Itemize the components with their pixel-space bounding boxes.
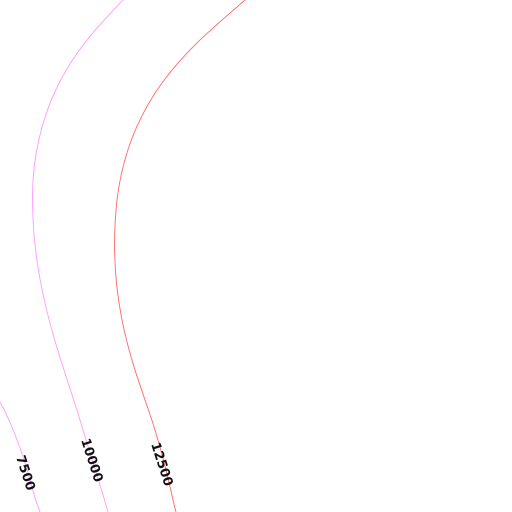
contour-line-10000 [32, 0, 124, 512]
contour-line-12500 [114, 0, 246, 512]
contour-line-7500 [0, 401, 41, 512]
